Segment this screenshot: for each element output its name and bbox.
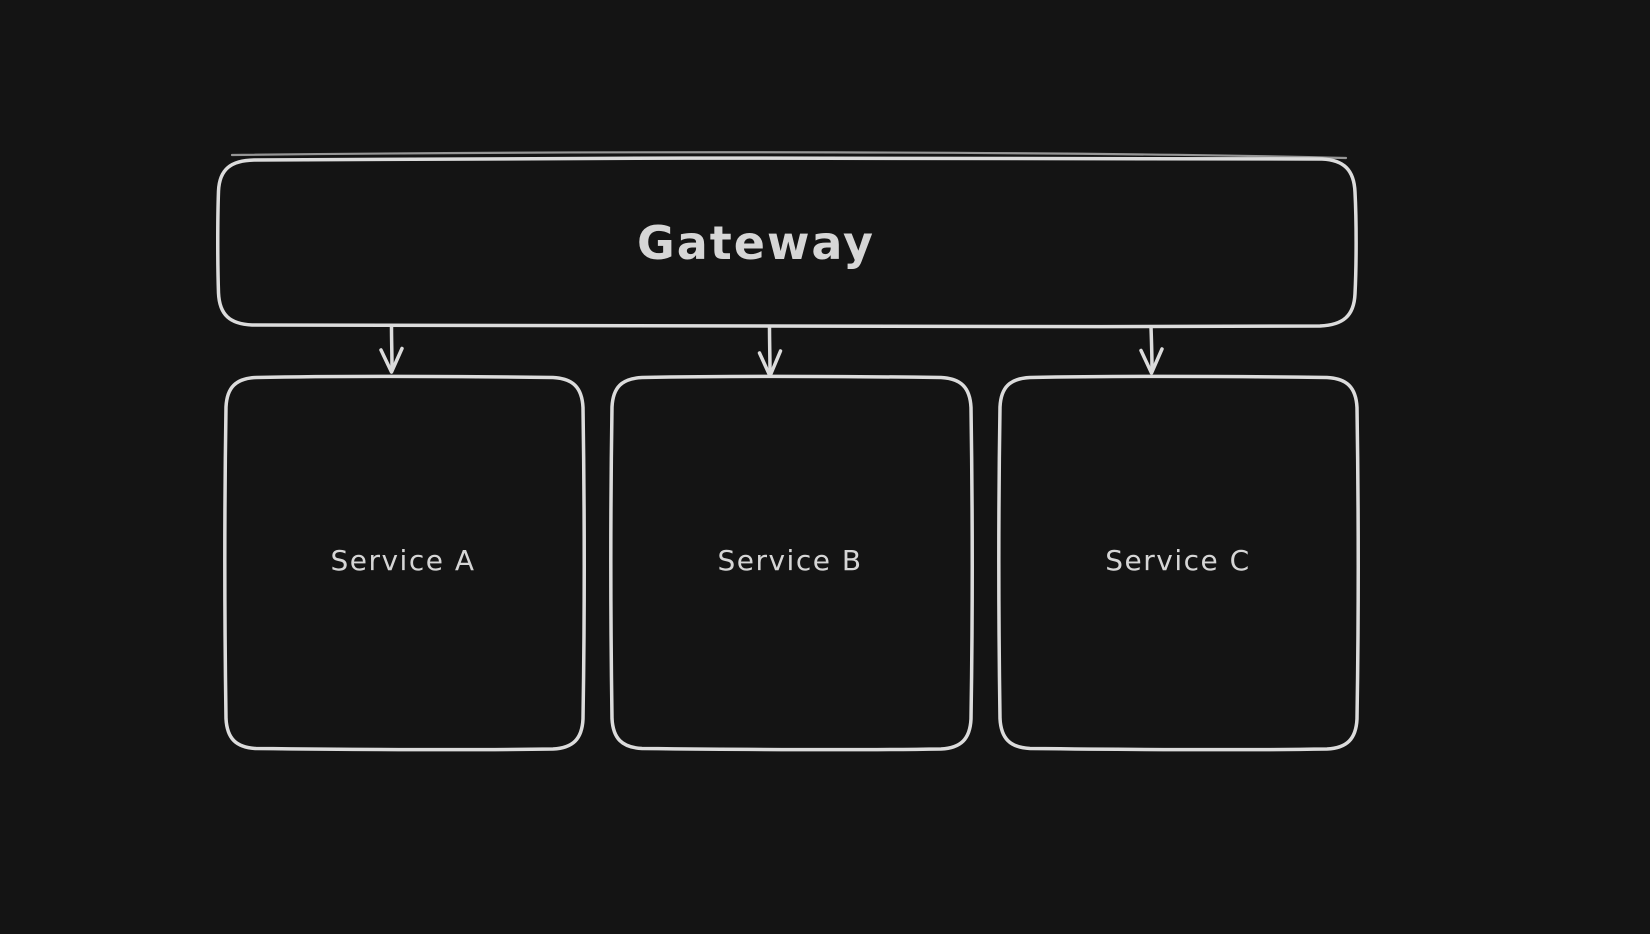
arrow-shaft	[767, 325, 772, 374]
gateway-box-sketch-overstroke	[230, 151, 1348, 160]
service-a-label: Service A	[330, 544, 475, 577]
arrow-gateway-to-service-c	[1139, 325, 1164, 375]
service-c-box-outline	[997, 374, 1360, 752]
service-b-box-outline	[609, 374, 974, 752]
gateway-label: Gateway	[637, 216, 875, 270]
service-a-box-outline	[223, 374, 586, 752]
arrow-head-icon	[1139, 347, 1164, 375]
gateway-box-outline	[216, 156, 1358, 329]
node-gateway: Gateway	[216, 151, 1358, 329]
service-c-label: Service C	[1105, 544, 1250, 577]
arrow-gateway-to-service-a	[379, 325, 404, 374]
service-b-label: Service B	[717, 544, 862, 577]
arrow-shaft	[1149, 325, 1154, 371]
node-service-a: Service A	[223, 374, 586, 752]
node-service-c: Service C	[997, 374, 1360, 752]
arrow-gateway-to-service-b	[757, 325, 783, 378]
node-service-b: Service B	[609, 374, 974, 752]
arrow-shaft	[389, 325, 394, 370]
arrow-head-icon	[379, 346, 404, 374]
